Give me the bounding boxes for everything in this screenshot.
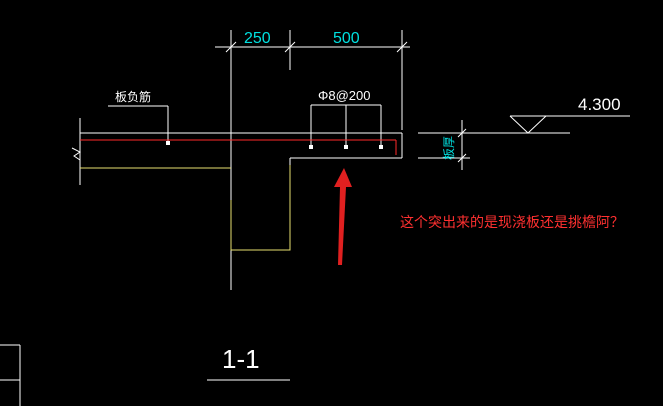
elevation-marker — [470, 115, 630, 134]
dimension-lines — [215, 30, 410, 130]
elevation-value: 4.300 — [578, 95, 621, 114]
thickness-label: 板厚 — [442, 136, 456, 160]
beam-outline — [80, 165, 291, 251]
rebar-label-leader — [108, 105, 169, 143]
rebar-label: 板负筋 — [115, 89, 151, 104]
dimension-500: 500 — [333, 30, 360, 47]
thickness-marker — [418, 120, 470, 170]
red-arrow — [334, 168, 352, 265]
rebar-spec: Φ8@200 — [318, 88, 371, 103]
rebar-spec-leader — [310, 104, 382, 145]
rebar-points — [166, 141, 383, 149]
break-symbol — [71, 147, 81, 161]
title-block-fragment — [0, 344, 21, 406]
section-title: 1-1 — [222, 344, 260, 374]
slab-rebar — [80, 139, 397, 155]
question-annotation: 这个突出来的是现浇板还是挑檐阿？ — [400, 215, 624, 231]
slab-outline — [79, 112, 403, 290]
dimension-250: 250 — [244, 30, 271, 47]
